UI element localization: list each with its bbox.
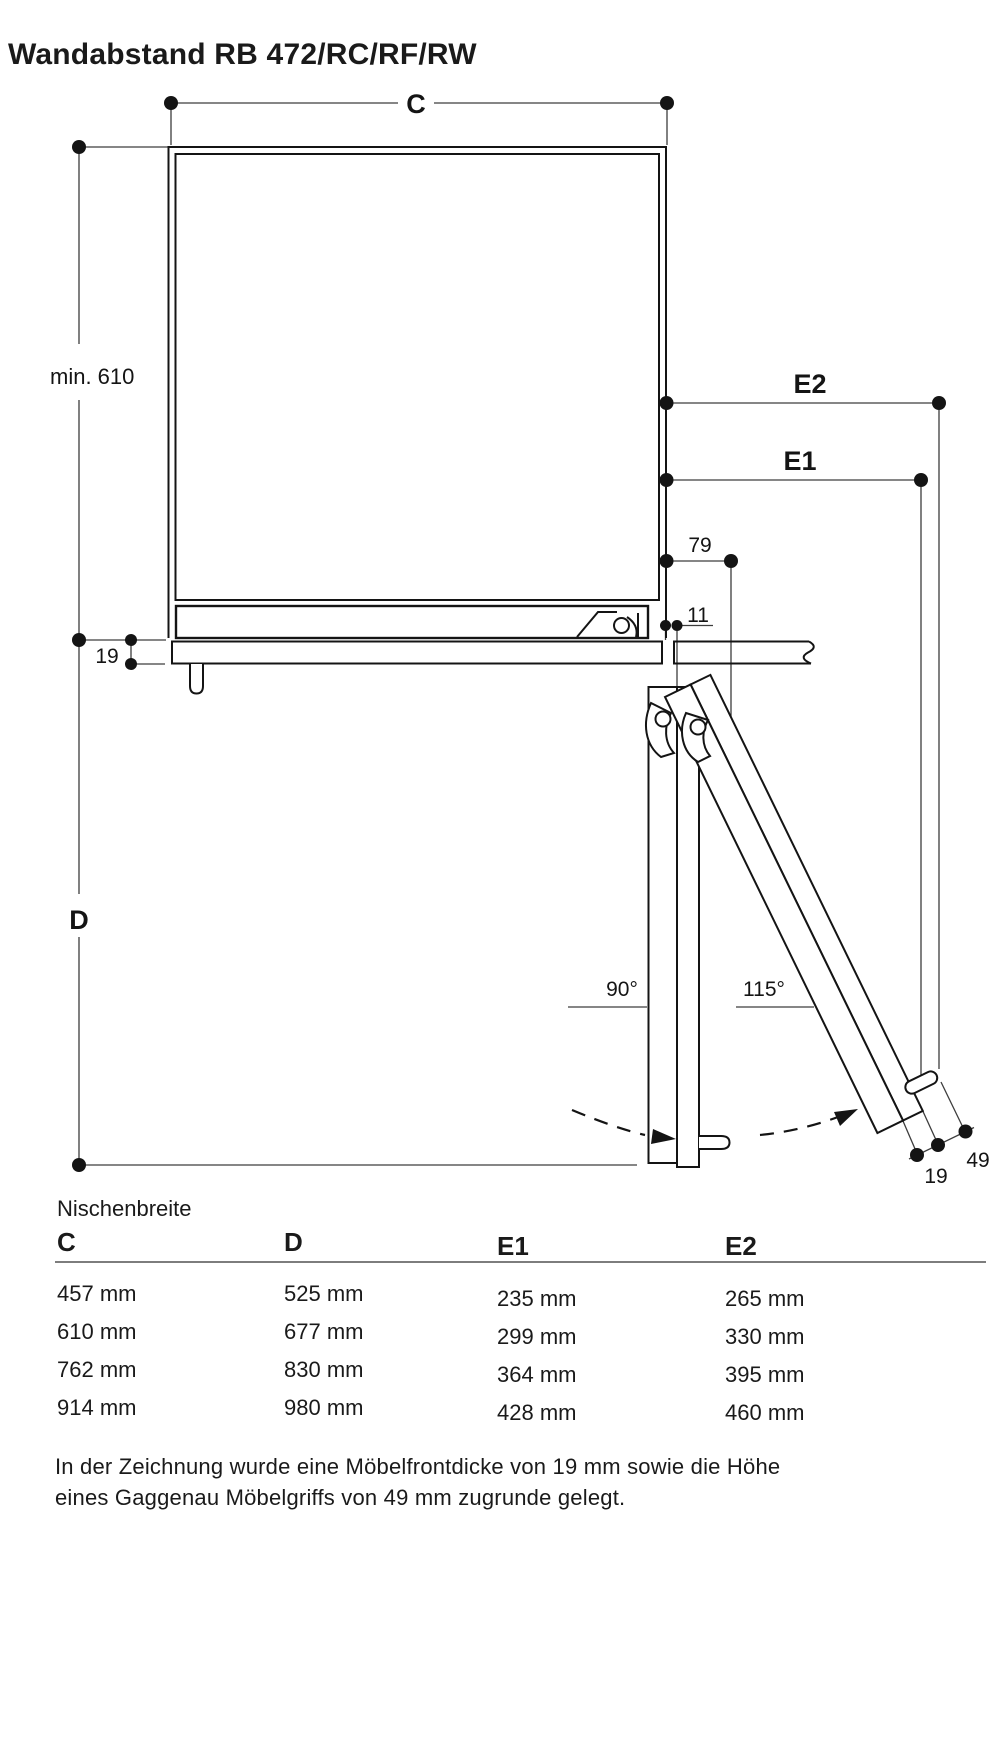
angle-label-90: 90°: [606, 978, 638, 1001]
dim-label-19-front: 19: [95, 645, 118, 668]
dim-label-e2: E2: [793, 369, 826, 399]
cell-d: 525 mm: [284, 1281, 364, 1306]
dim-label-49: 49: [966, 1149, 989, 1172]
col-header-c: C: [57, 1227, 76, 1257]
cell-e2: 395 mm: [725, 1362, 805, 1387]
col-header-e2: E2: [725, 1231, 757, 1261]
cell-e1: 364 mm: [497, 1362, 577, 1387]
cell-e2: 265 mm: [725, 1286, 805, 1311]
hinge-pin-closed: [613, 617, 630, 634]
cell-e2: 330 mm: [725, 1324, 805, 1349]
dim-label-11: 11: [687, 604, 709, 627]
angle-label-115: 115°: [743, 978, 785, 1001]
cell-e2: 460 mm: [725, 1400, 805, 1425]
page-title: Wandabstand RB 472/RC/RF/RW: [8, 38, 477, 71]
cell-c: 762 mm: [57, 1357, 137, 1382]
col-header-d: D: [284, 1227, 303, 1257]
hinge-pin-90: [654, 710, 672, 728]
cell-c: 914 mm: [57, 1395, 137, 1420]
hinge-arms: [645, 701, 712, 764]
footnote-line2: eines Gaggenau Möbelgriffs von 49 mm zug…: [55, 1485, 626, 1510]
table-rule: [55, 1261, 986, 1263]
dim-label-79: 79: [688, 534, 711, 557]
footnote-line1: In der Zeichnung wurde eine Möbelfrontdi…: [55, 1454, 781, 1479]
door-handle-90: [699, 1135, 731, 1150]
col-header-e1: E1: [497, 1231, 529, 1261]
dim-label-min610: min. 610: [50, 364, 134, 389]
door-handle-115: [904, 1070, 939, 1095]
cell-e1: 299 mm: [497, 1324, 577, 1349]
hinge-pin-115: [689, 718, 707, 736]
cell-d: 830 mm: [284, 1357, 364, 1382]
dim-label-c: C: [406, 89, 426, 119]
closed-door-band: [174, 604, 650, 640]
footnote: In der Zeichnung wurde eine Möbelfrontdi…: [55, 1451, 965, 1513]
cell-e1: 235 mm: [497, 1286, 577, 1311]
adjacent-front: [673, 640, 815, 665]
swing-arrow-90: [651, 1129, 676, 1144]
door-open-115: [663, 673, 939, 1135]
appliance-carcase: [167, 146, 667, 638]
dim-label-d: D: [69, 905, 89, 935]
break-mark: [802, 640, 815, 665]
table-caption: Nischenbreite: [57, 1196, 192, 1221]
cell-c: 610 mm: [57, 1319, 137, 1344]
dim-label-e1: E1: [783, 446, 816, 476]
cell-c: 457 mm: [57, 1281, 137, 1306]
cell-d: 677 mm: [284, 1319, 364, 1344]
dim-label-19-door: 19: [924, 1165, 947, 1188]
dimension-dots: [72, 96, 973, 1172]
cell-d: 980 mm: [284, 1395, 364, 1420]
cell-e1: 428 mm: [497, 1400, 577, 1425]
swing-arrow-115: [834, 1109, 858, 1126]
door-handle-closed: [189, 664, 204, 695]
furniture-front-closed: [171, 640, 663, 695]
door-swing-arcs: [571, 1108, 858, 1144]
door-open-90: [647, 686, 731, 1168]
